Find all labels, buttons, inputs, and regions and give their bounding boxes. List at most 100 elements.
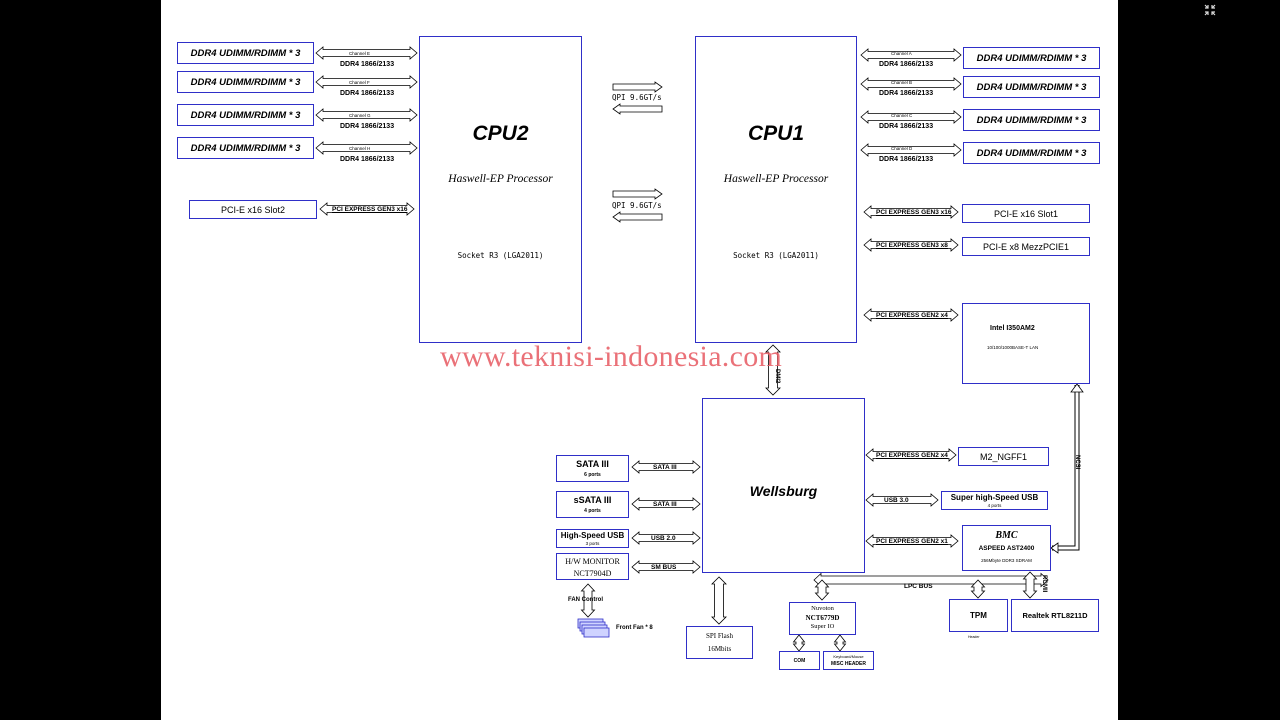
cpu2-ddr-arrow-3 bbox=[315, 141, 418, 155]
qpi-label-top: QPI 9.6GT/s bbox=[612, 93, 662, 102]
hsusb-title: High-Speed USB bbox=[560, 531, 625, 540]
hwmon-line1: H/W MONITOR bbox=[565, 557, 620, 566]
com-block: COM bbox=[779, 651, 820, 670]
channel-e-label: Channel E bbox=[349, 51, 371, 56]
channel-f-label: Channel F bbox=[349, 80, 370, 85]
channel-c-label: Channel C bbox=[891, 113, 913, 118]
fan-control-label: FAN Control bbox=[568, 597, 603, 603]
cpu1-ddr-arrow-3 bbox=[860, 143, 962, 157]
ddr-speed-b: DDR4 1866/2133 bbox=[879, 90, 934, 97]
lan-controller: Intel I350AM2 10/100/1000BASE-T LAN bbox=[962, 303, 1090, 384]
ssata-link: SATA III bbox=[653, 501, 677, 508]
pcie-slot1-label: PCI-E x16 Slot1 bbox=[993, 208, 1059, 219]
superio-line3: Super IO bbox=[810, 623, 835, 630]
cpu1-dimm-b: DDR4 UDIMM/RDIMM * 3 bbox=[963, 76, 1100, 98]
sata-arrow bbox=[631, 460, 701, 474]
usb3-ports: 4 ports bbox=[987, 503, 1002, 508]
tpm-label: TPM bbox=[970, 611, 987, 620]
usb3-block: Super high-Speed USB 4 ports bbox=[941, 491, 1048, 510]
spi-arrow bbox=[711, 576, 727, 625]
bmc-title: BMC bbox=[995, 530, 1018, 541]
ddr-speed-a: DDR4 1866/2133 bbox=[879, 61, 934, 68]
pcie-slot2-link: PCI EXPRESS GEN3 x16 bbox=[332, 206, 408, 213]
ddr-speed-f: DDR4 1866/2133 bbox=[340, 90, 395, 97]
cpu2-title: CPU2 bbox=[472, 122, 529, 145]
kbms-block: Keyboard/Mouse MISC HEADER bbox=[823, 651, 874, 670]
hsusb-ports: 3 ports bbox=[585, 541, 600, 546]
pcie-slot2-label: PCI-E x16 Slot2 bbox=[220, 204, 286, 215]
m2-arrow bbox=[865, 448, 957, 462]
channel-h-label: Channel H bbox=[349, 146, 371, 151]
front-fan-label: Front Fan * 8 bbox=[616, 625, 653, 631]
hsusb-link: USB 2.0 bbox=[651, 535, 676, 542]
cpu1-dimm-d: DDR4 UDIMM/RDIMM * 3 bbox=[963, 142, 1100, 164]
tpm-note: Header bbox=[968, 635, 980, 639]
pcie-mezz-arrow bbox=[863, 238, 959, 252]
pcie-mezz-label: PCI-E x8 MezzPCIE1 bbox=[982, 241, 1070, 252]
cpu1-dimm-c: DDR4 UDIMM/RDIMM * 3 bbox=[963, 109, 1100, 131]
cpu2-block: CPU2 Haswell-EP Processor Socket R3 (LGA… bbox=[419, 36, 582, 343]
realtek-label: Realtek RTL8211D bbox=[1022, 611, 1088, 620]
ncsi-path-inner bbox=[1052, 385, 1079, 550]
pcie-mezz-link: PCI EXPRESS GEN3 x8 bbox=[876, 242, 948, 249]
m2-link: PCI EXPRESS GEN2 x4 bbox=[876, 452, 948, 459]
cpu2-socket: Socket R3 (LGA2011) bbox=[457, 251, 544, 260]
usb2-arrow bbox=[631, 531, 701, 545]
superio-block: Nuvoton NCT6779D Super IO bbox=[789, 602, 856, 635]
bmc-realtek-arrow bbox=[1022, 571, 1038, 599]
cpu2-ddr-arrow-2 bbox=[315, 108, 418, 122]
qpi-top-in bbox=[612, 103, 663, 115]
kbms-line1: Keyboard/Mouse bbox=[833, 654, 864, 659]
ddr-speed-c: DDR4 1866/2133 bbox=[879, 123, 934, 130]
channel-g-label: Channel G bbox=[349, 113, 371, 118]
hsusb-block: High-Speed USB 3 ports bbox=[556, 529, 629, 548]
cpu1-block: CPU1 Haswell-EP Processor Socket R3 (LGA… bbox=[695, 36, 857, 343]
smbus-arrow bbox=[631, 560, 701, 574]
dmi-arrow bbox=[765, 344, 781, 396]
rgmii-label: RGMII bbox=[1041, 575, 1047, 593]
ssata-arrow bbox=[631, 497, 701, 511]
ncsi-heads bbox=[1050, 383, 1084, 554]
fan-stack-icon bbox=[577, 618, 610, 638]
usb3-title: Super high-Speed USB bbox=[950, 493, 1039, 502]
ssata-block: sSATA III 4 ports bbox=[556, 491, 629, 518]
hwmon-line2: NCT7904D bbox=[573, 569, 612, 578]
bmc-link: PCI EXPRESS GEN2 x1 bbox=[876, 538, 948, 545]
lan-arrow bbox=[863, 308, 959, 322]
sata-ports: 6 ports bbox=[584, 472, 601, 478]
sata-title: SATA III bbox=[576, 459, 609, 469]
pcie-slot1-arrow bbox=[863, 205, 959, 219]
usb3-link: USB 3.0 bbox=[884, 497, 909, 504]
sata-block: SATA III 6 ports bbox=[556, 455, 629, 482]
qpi-bottom-out bbox=[612, 188, 663, 200]
channel-b-label: Channel B bbox=[891, 80, 913, 85]
fullscreen-exit-icon[interactable] bbox=[1202, 3, 1218, 17]
qpi-top-out bbox=[612, 81, 663, 93]
cpu2-ddr-arrow-1 bbox=[315, 75, 418, 89]
superio-line1: Nuvoton bbox=[811, 605, 834, 612]
ddr-speed-d: DDR4 1866/2133 bbox=[879, 156, 934, 163]
cpu2-subtitle: Haswell-EP Processor bbox=[448, 173, 553, 185]
cpu1-socket: Socket R3 (LGA2011) bbox=[733, 251, 819, 260]
bmc-arrow bbox=[865, 534, 959, 548]
ddr-speed-e: DDR4 1866/2133 bbox=[340, 61, 395, 68]
cpu1-ddr-arrow-1 bbox=[860, 77, 962, 91]
bmc-chip: ASPEED AST2400 bbox=[978, 545, 1035, 552]
pcie-slot1-link: PCI EXPRESS GEN3 x16 bbox=[876, 209, 952, 216]
bmc-block: BMC ASPEED AST2400 256Mbyte DDR3 SDRAM bbox=[962, 525, 1051, 571]
sata-link: SATA III bbox=[653, 464, 677, 471]
spi-line1: SPI Flash bbox=[705, 632, 734, 640]
cpu1-ddr-arrow-0 bbox=[860, 48, 962, 62]
spi-line2: 16Mbits bbox=[707, 645, 732, 653]
watermark-text: www.teknisi-indonesia.com bbox=[440, 340, 783, 373]
cpu2-dimm-h: DDR4 UDIMM/RDIMM * 3 bbox=[177, 137, 314, 159]
pcie-slot1: PCI-E x16 Slot1 bbox=[962, 204, 1090, 223]
hwmon-block: H/W MONITOR NCT7904D bbox=[556, 553, 629, 580]
m2-label: M2_NGFF1 bbox=[979, 451, 1027, 462]
qpi-bottom-in bbox=[612, 211, 663, 223]
smbus-link: SM BUS bbox=[651, 564, 677, 571]
realtek-block: Realtek RTL8211D bbox=[1011, 599, 1099, 632]
lan-detail: 10/100/1000BASE-T LAN bbox=[987, 345, 1039, 350]
pcie-slot2-arrow bbox=[319, 202, 415, 216]
